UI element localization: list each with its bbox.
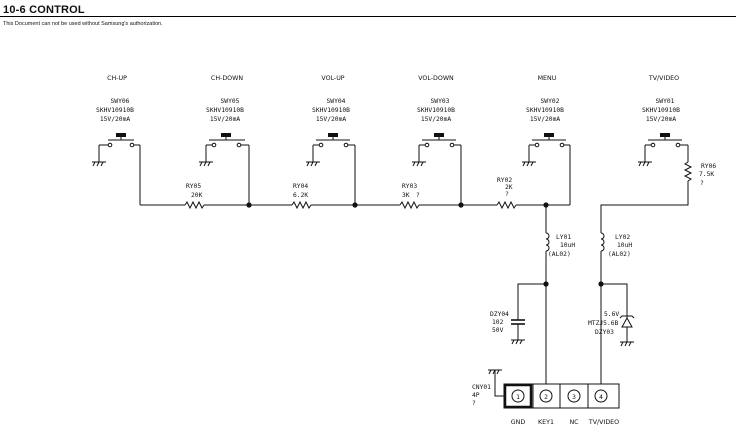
tv-video-branch-wire	[600, 188, 689, 233]
ground-icon	[199, 161, 213, 167]
switch-rating-label: 15V/20mA	[646, 116, 677, 123]
switch-ref-label: SWY01	[656, 98, 675, 105]
ground-icon	[620, 341, 634, 347]
resistor-value-label: 3K	[402, 192, 410, 199]
switch-ref-label: SWY06	[111, 98, 130, 105]
inductor-symbol	[545, 205, 550, 284]
zener-part-label: MTZJ5.6B	[588, 320, 619, 327]
switch-rating-label: 15V/20mA	[421, 116, 452, 123]
resistor-ref-label: RY04	[293, 183, 308, 190]
resistor-ref-label: RY06	[701, 163, 716, 170]
switch-part-label: SKHV10910B	[417, 107, 455, 114]
ground-icon	[638, 161, 652, 167]
resistor-symbol	[683, 161, 693, 188]
junction-dot	[352, 202, 358, 208]
inductor-ref-label: LY01	[556, 234, 571, 241]
push-switch-symbol	[205, 133, 250, 205]
push-switch-symbol	[312, 133, 356, 205]
resistor-value-label: 7.5K	[699, 171, 714, 178]
page-title: 10-6 CONTROL	[3, 4, 85, 16]
inductor-ref-label: LY02	[615, 234, 630, 241]
switch-ref-label: SWY05	[221, 98, 240, 105]
switch-rating-label: 15V/20mA	[530, 116, 561, 123]
switch-rating-label: 15V/20mA	[316, 116, 347, 123]
connector-pins-label: 4P	[472, 392, 480, 399]
connector-pin-number: 1	[516, 394, 520, 401]
capacitor-voltage-label: 50V	[492, 327, 504, 334]
inductor-value-label: 10uH	[617, 242, 632, 249]
switch-ref-label: SWY03	[431, 98, 450, 105]
connector-mark-label: ?	[472, 400, 476, 407]
switch-part-label: SKHV10910B	[206, 107, 244, 114]
switch-rating-label: 15V/20mA	[210, 116, 241, 123]
switch-function-label: TV/VIDEO	[648, 75, 679, 82]
resistor-value-label: 20K	[191, 192, 203, 199]
connector-pin-name: TV/VIDEO	[588, 419, 619, 426]
ground-icon	[92, 161, 106, 167]
push-switch-symbol	[644, 133, 689, 162]
title-rule	[0, 16, 736, 17]
switch-function-label: VOL-UP	[321, 75, 344, 82]
junction-dot	[246, 202, 252, 208]
ground-icon	[522, 161, 536, 167]
switch-rating-label: 15V/20mA	[100, 116, 131, 123]
connector-pin-name: GND	[511, 419, 526, 426]
capacitor-code-label: 102	[492, 319, 504, 326]
connector-pin-number: 2	[544, 394, 548, 401]
switch-part-label: SKHV10910B	[526, 107, 564, 114]
capacitor-ref-label: DZY04	[490, 311, 509, 318]
switch-function-label: MENU	[538, 75, 557, 82]
resistor-ref-label: RY02	[497, 177, 512, 184]
switch-ref-label: SWY04	[327, 98, 346, 105]
switch-part-label: SKHV10910B	[96, 107, 134, 114]
switch-part-label: SKHV10910B	[312, 107, 350, 114]
connector-ref-label: CNY01	[472, 384, 491, 391]
zener-diode-symbol	[601, 283, 635, 342]
inductor-symbol	[600, 232, 605, 284]
connector-pin-name: NC	[569, 419, 579, 426]
inductor-part-label: (AL02)	[608, 251, 631, 258]
ground-icon	[306, 161, 320, 167]
connector-pin-name: KEY1	[538, 419, 554, 426]
push-switch-symbol	[528, 133, 571, 205]
resistor-mark-label: ?	[700, 180, 704, 187]
switch-function-label: VOL-DOWN	[418, 75, 454, 82]
resistor-ref-label: RY05	[186, 183, 201, 190]
connector-pin-number: 4	[599, 394, 603, 401]
push-switch-symbol	[98, 133, 141, 205]
resistor-mark-label: ?	[505, 191, 509, 198]
junction-dot	[458, 202, 464, 208]
switch-part-label: SKHV10910B	[642, 107, 680, 114]
inductor-value-label: 10uH	[560, 242, 575, 249]
connector-cny01	[503, 383, 620, 409]
resistor-mark-label: ?	[416, 192, 420, 199]
ground-icon	[511, 339, 525, 345]
zener-voltage-label: 5.6V	[604, 311, 619, 318]
inductor-part-label: (AL02)	[548, 251, 571, 258]
capacitor-symbol	[511, 283, 546, 340]
switch-function-label: CH-DOWN	[211, 75, 243, 82]
push-switch-symbol	[418, 133, 462, 205]
resistor-value-label: 2K	[505, 184, 513, 191]
resistor-value-label: 6.2K	[293, 192, 308, 199]
connector-pin-number: 3	[572, 394, 576, 401]
connector-ground-wire	[494, 370, 504, 397]
ground-icon	[412, 161, 426, 167]
switch-function-label: CH-UP	[107, 75, 127, 82]
zener-ref-label: DZY03	[595, 329, 614, 336]
ground-icon	[488, 369, 502, 375]
switch-ref-label: SWY02	[541, 98, 560, 105]
resistor-ref-label: RY03	[402, 183, 417, 190]
authorization-notice: This Document can not be used without Sa…	[3, 21, 163, 27]
